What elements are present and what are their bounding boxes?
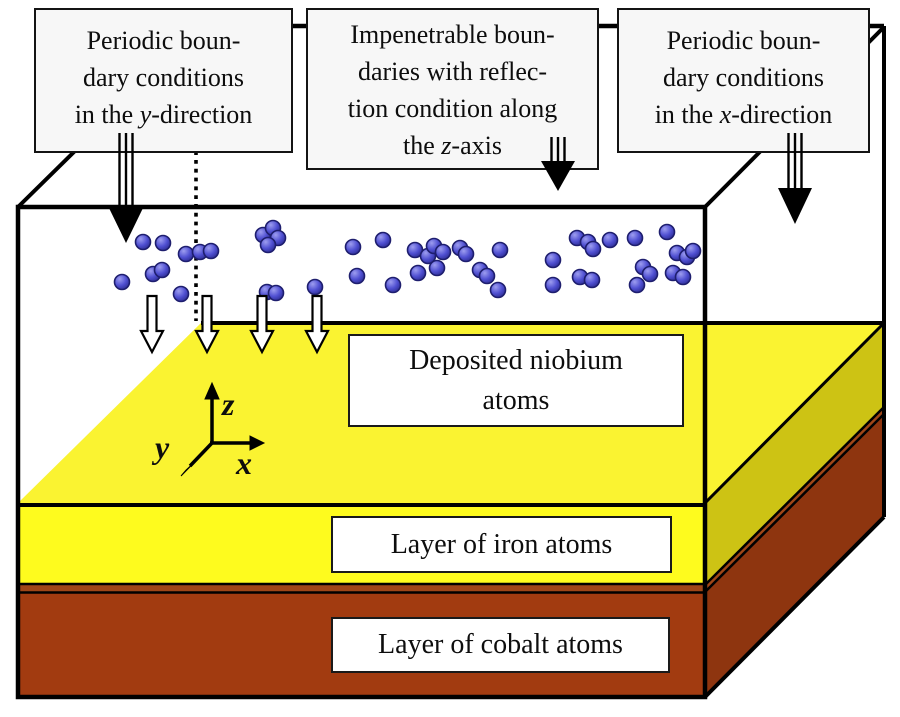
niobium-atom	[457, 245, 475, 263]
callout-z-line2: daries with reflec-	[357, 57, 548, 86]
niobium-atom	[374, 231, 392, 249]
niobium-label-line2: atoms	[482, 384, 550, 416]
niobium-atom	[434, 243, 452, 261]
niobium-atom	[626, 229, 644, 247]
deposition-arrow	[139, 294, 165, 355]
niobium-label-line1: Deposited niobium	[409, 344, 623, 376]
niobium-atom	[306, 278, 324, 296]
callout-x-line1: Periodic boun-	[666, 26, 821, 55]
niobium-atom	[674, 268, 692, 286]
y-axis-label: y	[155, 429, 170, 465]
callout-x-line2: dary conditions	[662, 63, 825, 92]
x-axis-label: x	[236, 445, 252, 481]
label-deposited-niobium: Deposited niobium atoms	[348, 334, 684, 427]
niobium-atom	[658, 223, 676, 241]
callout-y-line1: Periodic boun-	[86, 26, 241, 55]
z-axis-label: z	[222, 386, 235, 422]
niobium-atom	[134, 233, 152, 251]
niobium-atom	[409, 264, 427, 282]
niobium-atoms	[113, 219, 702, 303]
callout-y-line3: in the y-direction	[74, 100, 253, 129]
divider-front	[18, 584, 705, 593]
label-cobalt-layer: Layer of cobalt atoms	[331, 617, 670, 673]
label-iron-layer: Layer of iron atoms	[331, 516, 672, 573]
y-axis-arrowhead	[180, 461, 196, 477]
niobium-atom	[684, 242, 702, 260]
niobium-atom	[348, 267, 366, 285]
deposition-arrows	[139, 294, 330, 355]
callout-z-boundary: Impenetrable boun- daries with reflec- t…	[306, 8, 599, 170]
niobium-atom	[428, 259, 446, 277]
callout-x-line3: in the x-direction	[654, 100, 833, 129]
deposition-arrow	[304, 294, 330, 355]
callout-y-boundary: Periodic boun- dary conditions in the y-…	[34, 8, 293, 153]
slab-side-face	[705, 325, 884, 585]
niobium-atom	[544, 276, 562, 294]
niobium-atom	[544, 251, 562, 269]
z-axis-arrowhead	[204, 381, 220, 400]
callout-z-line3: tion condition along	[347, 94, 558, 123]
callout-z-line1: Impenetrable boun-	[350, 20, 555, 49]
niobium-atom	[177, 245, 195, 263]
deposition-arrow	[249, 294, 275, 355]
niobium-atom	[344, 238, 362, 256]
niobium-atom	[113, 273, 131, 291]
axis-triad	[180, 381, 266, 477]
callout-x-boundary: Periodic boun- dary conditions in the x-…	[617, 8, 870, 153]
niobium-atom	[267, 284, 285, 302]
niobium-atom	[601, 231, 619, 249]
cobalt-side-face	[705, 414, 884, 697]
callout-y-line2: dary conditions	[82, 63, 245, 92]
niobium-atom	[202, 242, 220, 260]
niobium-atom	[154, 234, 172, 252]
niobium-atom	[583, 271, 601, 289]
niobium-atom	[478, 267, 496, 285]
niobium-atom	[384, 276, 402, 294]
niobium-atom	[584, 240, 602, 258]
niobium-atom	[489, 281, 507, 299]
niobium-atom	[172, 285, 190, 303]
niobium-atom	[153, 261, 171, 279]
x-axis-arrowhead	[249, 435, 266, 451]
callout-z-line4: the z-axis	[403, 131, 502, 160]
niobium-atom	[259, 236, 277, 254]
niobium-atom	[628, 276, 646, 294]
deposition-arrow	[194, 294, 220, 355]
niobium-atom	[641, 265, 659, 283]
niobium-atom	[491, 241, 509, 259]
